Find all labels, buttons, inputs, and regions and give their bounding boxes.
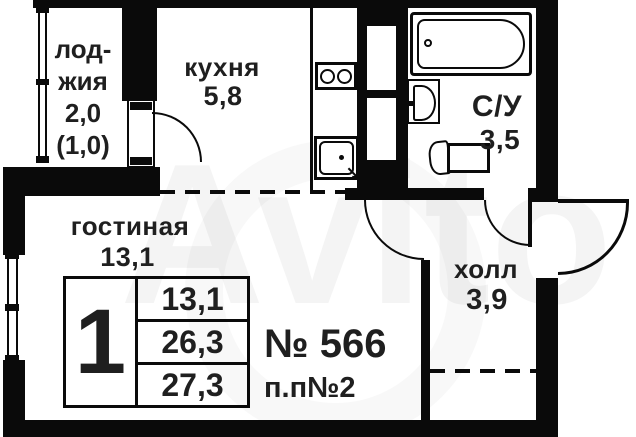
- room-label-loggia: лод- жия 2,0 (1,0): [33, 33, 133, 161]
- bathtub: [410, 12, 532, 76]
- loggia-label-line1: лод-: [54, 34, 112, 64]
- cooktop-burner-1: [320, 68, 335, 84]
- living-hall-door-arc: [364, 200, 424, 260]
- loggia-label-line2: жия: [58, 66, 108, 96]
- loggia-glazing-cap-bot: [36, 156, 49, 163]
- living-area-value: 13,1: [161, 280, 224, 317]
- cooktop: [315, 62, 357, 90]
- loggia-glazing-cap-top: [36, 7, 49, 13]
- bathtub-inner: [417, 19, 525, 69]
- kitchen-area: 5,8: [203, 81, 243, 111]
- entrance-door-leaf: [558, 199, 629, 203]
- wall-loggia-right: [122, 0, 157, 101]
- wall-bottom: [3, 420, 558, 437]
- kitchen-counter-edge: [310, 8, 313, 190]
- area-no-loggia-value: 26,3: [138, 319, 247, 362]
- bathroom-area: 3,5: [479, 124, 521, 155]
- total-area-value: 27,3: [138, 362, 247, 405]
- living-area: 13,1: [100, 242, 155, 272]
- room-label-living: гостиная: [70, 211, 190, 241]
- kitchen-living-dashed-line: [160, 190, 345, 194]
- kitchen-sink-arrow-icon: ↘: [345, 163, 360, 182]
- living-window-block-mid: [5, 304, 19, 311]
- kitchen-sink-drain: [339, 155, 344, 160]
- hall-dashed-line: [430, 369, 536, 373]
- vent-shaft-lower: [367, 98, 396, 160]
- wall-left-lower: [3, 360, 25, 420]
- wall-hall-left: [421, 260, 430, 420]
- washbasin-bowl: [413, 85, 436, 121]
- bathtub-drain: [424, 39, 432, 47]
- room-count: 1: [66, 279, 138, 405]
- entrance-door-arc: [558, 203, 629, 275]
- washbasin-faucet: [400, 96, 405, 112]
- kitchen-sink-basin: [319, 141, 354, 175]
- loggia-door-arc: [152, 112, 202, 162]
- bathroom-door-arc: [484, 200, 530, 246]
- bathroom-door-leaf: [528, 200, 532, 247]
- cooktop-burner-2: [337, 68, 352, 84]
- plan-type-label: п.п№2: [264, 372, 356, 404]
- hall-area: 3,9: [466, 284, 508, 316]
- room-label-kitchen: кухня: [184, 52, 260, 82]
- room-label-bathroom: С/У: [471, 90, 523, 123]
- loggia-area: 2,0: [64, 98, 102, 128]
- wall-hall-top: [345, 188, 484, 200]
- loggia-door-block-bot: [130, 157, 152, 165]
- wall-below-loggia: [3, 167, 160, 196]
- wall-right-lower: [536, 278, 558, 437]
- room-label-hall: холл: [453, 254, 519, 284]
- loggia-door-block-top: [130, 102, 152, 110]
- washbasin-faucet-spout: [403, 101, 413, 106]
- info-table: 1 13,1 26,3 27,3: [63, 276, 250, 408]
- loggia-glazing-cap-mid: [36, 79, 49, 85]
- loggia-glazing: [38, 7, 47, 163]
- vent-shaft-upper: [367, 26, 396, 90]
- toilet: [427, 138, 490, 177]
- apartment-number: № 566: [264, 322, 387, 366]
- loggia-area-reduced: (1,0): [56, 130, 110, 160]
- kitchen-sink: ↘: [314, 136, 360, 182]
- wall-left-upper: [3, 167, 25, 255]
- toilet-tank: [447, 143, 490, 173]
- wall-right-upper: [536, 0, 558, 193]
- wall-top: [33, 0, 558, 8]
- living-window-block-top: [5, 252, 19, 259]
- living-window-block-bot: [5, 355, 19, 362]
- wall-entry-corner: [528, 188, 558, 202]
